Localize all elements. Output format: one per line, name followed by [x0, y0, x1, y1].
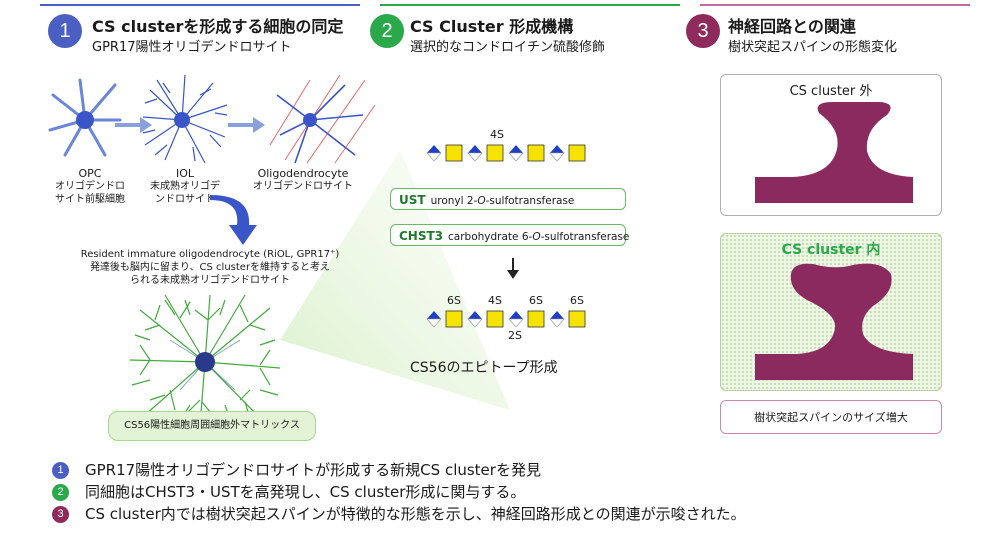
- section3-subtitle: 樹状突起スパインの形態変化: [728, 40, 898, 55]
- enzyme-ust-suffix: -sulfotransferase: [485, 195, 575, 207]
- enzyme-chst3-abbr: CHST3: [399, 229, 444, 243]
- section3-number: 3: [686, 14, 720, 48]
- bullet-2-text: 同細胞はCHST3・USTを高発現し、CS cluster形成に関与する。: [85, 483, 526, 501]
- opc-desc: オリゴデンドロ サイト前駆細胞: [55, 181, 125, 205]
- enzyme-ust-abbr: UST: [399, 193, 426, 207]
- section2-title: CS Cluster 形成機構: [410, 17, 574, 36]
- oligodendrocyte-cell-icon: [269, 75, 375, 164]
- enzyme-chst3-prefix: carbohydrate 6-: [448, 231, 533, 243]
- matrix-label: CS56陽性細胞周囲細胞外マトリックス: [108, 411, 316, 441]
- chain-bottom-6s-1: 6S: [447, 294, 461, 307]
- chain-top-unit-3: [508, 144, 545, 162]
- enzyme-ust-prefix: uronyl 2-: [430, 195, 478, 207]
- arrow-iol-oligo-icon: [228, 117, 265, 133]
- section1-subtitle: GPR17陽性オリゴデンドロサイト: [92, 40, 292, 55]
- riol-title: Resident immature oligodendrocyte (RiOL,…: [80, 249, 340, 260]
- riol-desc: 発達後も脳内に留まり、CS clusterを維持すると考え られる未成熟オリゴデ…: [89, 262, 331, 286]
- chain-bottom-2s: 2S: [508, 329, 522, 342]
- riol-block: Resident immature oligodendrocyte (RiOL,…: [60, 248, 360, 287]
- section1-title: CS clusterを形成する細胞の同定: [92, 17, 344, 36]
- enzyme-chst3-suffix: -sulfotransferase: [540, 231, 630, 243]
- projection-cone: [280, 150, 510, 410]
- chain-bottom-unit-4: [549, 310, 586, 328]
- chain-top-unit-4: [549, 144, 586, 162]
- enzyme-chst3-italic: O: [532, 231, 541, 243]
- spine-inside-label: CS cluster 内: [781, 242, 881, 258]
- cell-illustrations: [48, 75, 375, 164]
- spine-inside-shape: [755, 263, 913, 380]
- chain-bottom: [426, 310, 586, 328]
- chain-bottom-6s-3: 6S: [570, 294, 584, 307]
- enzyme-ust: UST uronyl 2-O-sulfotransferase: [390, 188, 626, 210]
- enzyme-ust-italic: O: [477, 195, 486, 207]
- bullet-3: 3 CS cluster内では樹状突起スパインが特徴的な形態を示し、神経回路形成と…: [52, 503, 746, 524]
- chain-top-unit-2: [467, 144, 504, 162]
- riol-cell-image: [129, 294, 281, 426]
- chain-bottom-4s: 4S: [488, 294, 502, 307]
- oligodendrocyte-label: Oligodendrocyte オリゴデンドロサイト: [238, 167, 368, 193]
- bullet-2-number: 2: [52, 484, 69, 501]
- opc-label: OPC オリゴデンドロ サイト前駆細胞: [40, 167, 140, 206]
- section2-subtitle: 選択的なコンドロイチン硫酸修飾: [410, 40, 606, 55]
- arrow-opc-iol-icon: [115, 117, 152, 133]
- bullet-3-number: 3: [52, 506, 69, 523]
- oligodendrocyte-name: Oligodendrocyte: [257, 167, 349, 180]
- bullet-1-text: GPR17陽性オリゴデンドロサイトが形成する新規CS clusterを発見: [85, 461, 541, 479]
- enzyme-chst3: CHST3 carbohydrate 6-O-sulfotransferase: [390, 224, 629, 246]
- chain-bottom-unit-2: [467, 310, 504, 328]
- section2-number: 2: [370, 14, 404, 48]
- iol-cell-icon: [142, 75, 228, 164]
- section1-number: 1: [48, 14, 82, 48]
- curved-down-arrow-icon: [210, 195, 257, 245]
- chain-top-4s-label: 4S: [490, 128, 504, 141]
- bullet-1-number: 1: [52, 462, 69, 479]
- section1-topline: [40, 4, 360, 6]
- spine-outside-box: CS cluster 外: [720, 74, 942, 216]
- spine-increase-label: 樹状突起スパインのサイズ増大: [720, 400, 942, 434]
- iol-name: IOL: [175, 167, 195, 180]
- section3-title: 神経回路との関連: [728, 17, 856, 36]
- spine-outside-label: CS cluster 外: [789, 84, 873, 99]
- down-arrow-icon: [507, 258, 519, 279]
- chain-top-unit-1: [426, 144, 463, 162]
- bullet-2: 2 同細胞はCHST3・USTを高発現し、CS cluster形成に関与する。: [52, 481, 525, 502]
- iol-label: IOL 未成熟オリゴデ ンドロサイト: [135, 167, 235, 206]
- bullet-1: 1 GPR17陽性オリゴデンドロサイトが形成する新規CS clusterを発見: [52, 459, 541, 480]
- section2-topline: [380, 4, 680, 6]
- chain-bottom-unit-3: [508, 310, 545, 328]
- bullet-3-text: CS cluster内では樹状突起スパインが特徴的な形態を示し、神経回路形成との…: [85, 505, 746, 523]
- section3-topline: [700, 4, 970, 6]
- spine-inside-box: CS cluster 内: [720, 233, 942, 391]
- oligodendrocyte-desc: オリゴデンドロサイト: [253, 181, 353, 192]
- opc-cell-icon: [48, 78, 122, 157]
- epitope-label: CS56のエピトープ形成: [410, 360, 558, 376]
- opc-name: OPC: [78, 167, 102, 180]
- chain-top: [426, 144, 586, 162]
- iol-desc: 未成熟オリゴデ ンドロサイト: [150, 181, 220, 205]
- chain-bottom-6s-2: 6S: [529, 294, 543, 307]
- chain-bottom-unit-1: [426, 310, 463, 328]
- spine-outside-shape: [755, 102, 913, 203]
